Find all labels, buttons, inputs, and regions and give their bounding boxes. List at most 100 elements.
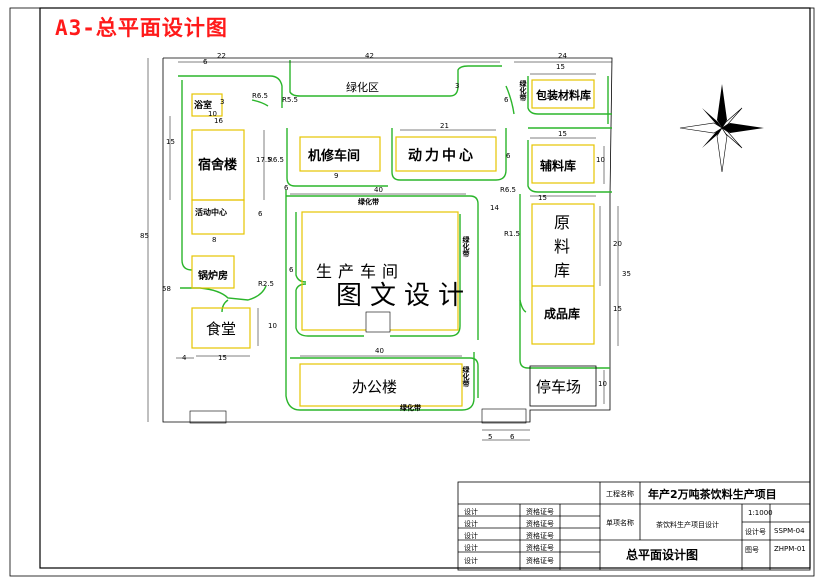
- watermark-text: 图文设计: [336, 281, 473, 311]
- dim-10d: 10: [598, 380, 607, 388]
- tb-license-3: 资格证号: [526, 532, 554, 540]
- raw-store-outline: [531, 203, 595, 345]
- label-belt-office-bottom: 绿化带: [400, 404, 421, 412]
- label-power-center: 动力中心: [408, 148, 476, 164]
- dim-15f: 15: [218, 354, 227, 362]
- dim-6g: 6: [504, 96, 509, 104]
- dim-40a: 40: [374, 186, 383, 194]
- power-center-outline: [395, 136, 497, 172]
- tb-drawing-no-label: 图号: [745, 546, 759, 554]
- label-boiler: 锅炉房: [198, 271, 228, 282]
- parking-outline: [529, 365, 597, 407]
- site-boundary: [162, 57, 613, 423]
- tb-design-4: 设计: [464, 544, 478, 552]
- label-dorm: 宿舍楼: [198, 158, 238, 173]
- dim-10c: 10: [268, 322, 277, 330]
- tb-project-label: 工程名称: [606, 490, 634, 498]
- dim-16: 16: [214, 117, 223, 125]
- tb-license-5: 资格证号: [526, 557, 554, 565]
- dim-42: 42: [365, 52, 374, 60]
- tb-design-no: SSPM-04: [774, 527, 805, 535]
- dim-15d: 15: [538, 194, 547, 202]
- dim-r5e: R6.5: [500, 186, 516, 194]
- north-arrow-icon: [679, 84, 764, 173]
- dim-3a: 3: [220, 98, 225, 106]
- dim-r5d: R1.5: [504, 230, 520, 238]
- office-outline: [299, 363, 463, 407]
- dim-58: 58: [162, 285, 171, 293]
- activity-outline: [191, 199, 245, 235]
- label-machine-shop: 机修车间: [308, 149, 361, 164]
- dim-24: 24: [558, 52, 567, 60]
- packaging-outline: [531, 79, 595, 109]
- gate-right: [481, 408, 527, 424]
- dim-10a: 10: [208, 110, 217, 118]
- dim-5: 5: [488, 433, 493, 441]
- tb-unit-label: 单项名称: [606, 519, 634, 527]
- dim-r5a: R6.5: [252, 92, 268, 100]
- label-packaging: 包装材料库: [536, 89, 591, 102]
- dim-22: 22: [217, 52, 226, 60]
- dim-20: 20: [613, 240, 622, 248]
- tb-unit-name: 茶饮料生产项目设计: [656, 521, 719, 529]
- dim-14: 14: [490, 204, 499, 212]
- bath-outline: [191, 93, 223, 117]
- gate-left: [189, 410, 227, 424]
- tb-design-5: 设计: [464, 557, 478, 565]
- dim-15b: 15: [166, 138, 175, 146]
- label-greenzone: 绿化区: [346, 81, 379, 94]
- dim-85: 85: [140, 232, 149, 240]
- tb-design-no-label: 设计号: [745, 528, 766, 536]
- dim-15c: 15: [558, 130, 567, 138]
- boiler-outline: [191, 255, 235, 289]
- tb-license-4: 资格证号: [526, 544, 554, 552]
- dim-6e: 6: [284, 184, 289, 192]
- label-activity: 活动中心: [195, 207, 227, 217]
- dim-15e: 15: [613, 305, 622, 313]
- dim-21: 21: [440, 122, 449, 130]
- dim-10b: 10: [596, 156, 605, 164]
- inner-frame: [39, 7, 811, 569]
- dim-6d: 6: [506, 152, 511, 160]
- dim-3b: 3: [455, 82, 460, 90]
- label-office: 办公楼: [352, 378, 398, 396]
- dim-40b: 40: [375, 347, 384, 355]
- dim-8: 8: [212, 236, 217, 244]
- label-product-store: 成品库: [544, 307, 581, 321]
- dim-4: 4: [182, 354, 187, 362]
- label-belt-pack-left: 绿化带: [519, 80, 527, 101]
- dim-6c: 6: [510, 433, 515, 441]
- canteen-outline: [191, 307, 251, 349]
- dim-15a: 15: [556, 63, 565, 71]
- dim-r5b: R5.5: [282, 96, 298, 104]
- tb-license-1: 资格证号: [526, 508, 554, 516]
- production-entry: [365, 311, 391, 333]
- label-raw-store: 原料库: [551, 214, 570, 286]
- dim-35: 35: [622, 270, 631, 278]
- tb-scale: 1:1000: [748, 509, 773, 517]
- label-aux-store: 辅料库: [540, 159, 577, 173]
- label-belt-office-right: 绿化带: [462, 366, 470, 387]
- green-road-network: [178, 60, 612, 411]
- dim-6b: 6: [289, 266, 294, 274]
- tb-design-1: 设计: [464, 508, 478, 516]
- dim-r5f: R2.5: [258, 280, 274, 288]
- dim-17: 17.5: [256, 156, 272, 164]
- dim-6a: 6: [203, 58, 208, 66]
- title-block: [457, 481, 811, 571]
- label-belt-prod-top: 绿化带: [358, 198, 379, 206]
- tb-drawing-no: ZHPM-01: [774, 545, 806, 553]
- dim-9: 9: [334, 172, 339, 180]
- tb-design-2: 设计: [464, 520, 478, 528]
- tb-design-3: 设计: [464, 532, 478, 540]
- label-bath: 浴室: [194, 101, 213, 111]
- label-canteen: 食堂: [206, 320, 237, 338]
- label-parking: 停车场: [536, 378, 582, 396]
- dim-6f: 6: [258, 210, 263, 218]
- aux-store-outline: [531, 144, 595, 184]
- machine-shop-outline: [299, 136, 381, 172]
- tb-license-2: 资格证号: [526, 520, 554, 528]
- label-belt-prod-right: 绿化带: [462, 236, 470, 257]
- tb-project-name: 年产2万吨茶饮料生产项目: [648, 488, 777, 501]
